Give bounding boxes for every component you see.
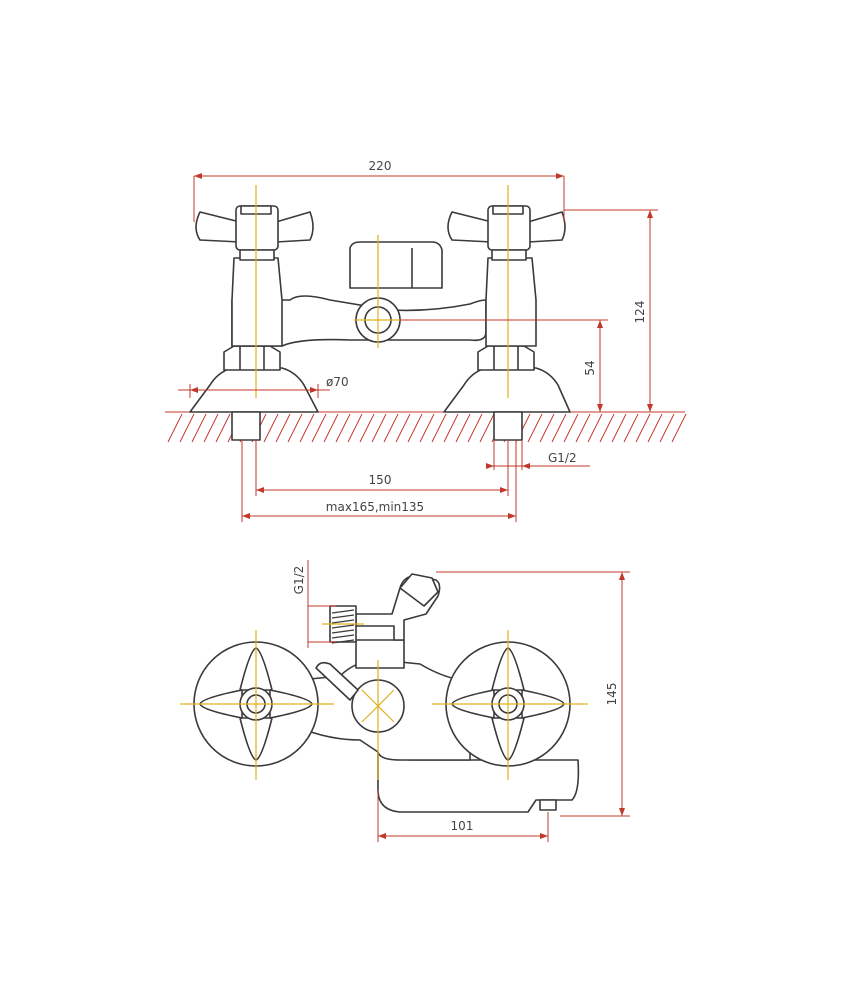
hatch-line bbox=[359, 413, 375, 443]
hatch-line bbox=[191, 413, 207, 443]
right-flange bbox=[443, 367, 571, 413]
hatch-line bbox=[299, 413, 315, 443]
right-inlet-pipe bbox=[493, 411, 523, 441]
floor-hatch bbox=[165, 411, 687, 443]
hatch-line bbox=[611, 413, 627, 443]
diverter-knob bbox=[349, 241, 443, 289]
hatch-line bbox=[575, 413, 591, 443]
right-cross-handle bbox=[447, 205, 566, 261]
thread-line bbox=[331, 619, 355, 624]
left-cross-handle bbox=[195, 205, 314, 261]
dim-124-label: 124 bbox=[633, 301, 647, 324]
thread-line bbox=[331, 629, 355, 634]
thread-line bbox=[331, 614, 355, 619]
hatch-line bbox=[479, 413, 495, 443]
hatch-line bbox=[587, 413, 603, 443]
hatch-line bbox=[455, 413, 471, 443]
hatch-line bbox=[323, 413, 339, 443]
dim-145-label: 145 bbox=[605, 683, 619, 706]
dim-54-label: 54 bbox=[583, 360, 597, 375]
right-column bbox=[485, 257, 537, 347]
left-column bbox=[231, 257, 283, 347]
dim-range-label: max165,min135 bbox=[326, 500, 424, 514]
hatch-line bbox=[467, 413, 483, 443]
hatch-line bbox=[407, 413, 423, 443]
thread-line bbox=[331, 609, 355, 614]
hatch-line bbox=[671, 413, 687, 443]
hatch-line bbox=[263, 413, 279, 443]
hatch-line bbox=[551, 413, 567, 443]
hatch-line bbox=[539, 413, 555, 443]
side-view: G1/2 145 101 bbox=[180, 560, 630, 842]
right-hex-nut bbox=[477, 345, 535, 371]
hatch-line bbox=[443, 413, 459, 443]
hatch-line bbox=[431, 413, 447, 443]
hatch-line bbox=[383, 413, 399, 443]
hatch-line bbox=[203, 413, 219, 443]
thread-line bbox=[331, 624, 355, 629]
spout-aerator bbox=[539, 799, 557, 811]
thread-line bbox=[331, 634, 355, 639]
hatch-line bbox=[659, 413, 675, 443]
dim-101-label: 101 bbox=[451, 819, 474, 833]
hatch-line bbox=[395, 413, 411, 443]
hatch-line bbox=[335, 413, 351, 443]
dim-thread-side-label: G1/2 bbox=[292, 566, 306, 595]
diverter-lever bbox=[315, 661, 359, 701]
hatch-line bbox=[599, 413, 615, 443]
left-hex-nut bbox=[223, 345, 281, 371]
hatch-line bbox=[167, 413, 183, 443]
hatch-line bbox=[371, 413, 387, 443]
hatch-line bbox=[311, 413, 327, 443]
hatch-line bbox=[287, 413, 303, 443]
hatch-line bbox=[347, 413, 363, 443]
dim-flange-label: ø70 bbox=[326, 375, 349, 389]
hatch-line bbox=[527, 413, 543, 443]
hatch-line bbox=[419, 413, 435, 443]
hatch-line bbox=[647, 413, 663, 443]
outlet-column bbox=[355, 639, 405, 669]
hatch-line bbox=[635, 413, 651, 443]
hatch-line bbox=[215, 413, 231, 443]
dim-150-label: 150 bbox=[369, 473, 392, 487]
dim-220-label: 220 bbox=[369, 159, 392, 173]
dim-thread-front-label: G1/2 bbox=[548, 451, 577, 465]
hatch-line bbox=[623, 413, 639, 443]
hatch-line bbox=[179, 413, 195, 443]
left-inlet-pipe bbox=[231, 411, 261, 441]
hatch-line bbox=[275, 413, 291, 443]
hatch-line bbox=[563, 413, 579, 443]
front-view: 220 124 54 ø70 G1/2 150 max165 bbox=[165, 159, 687, 522]
